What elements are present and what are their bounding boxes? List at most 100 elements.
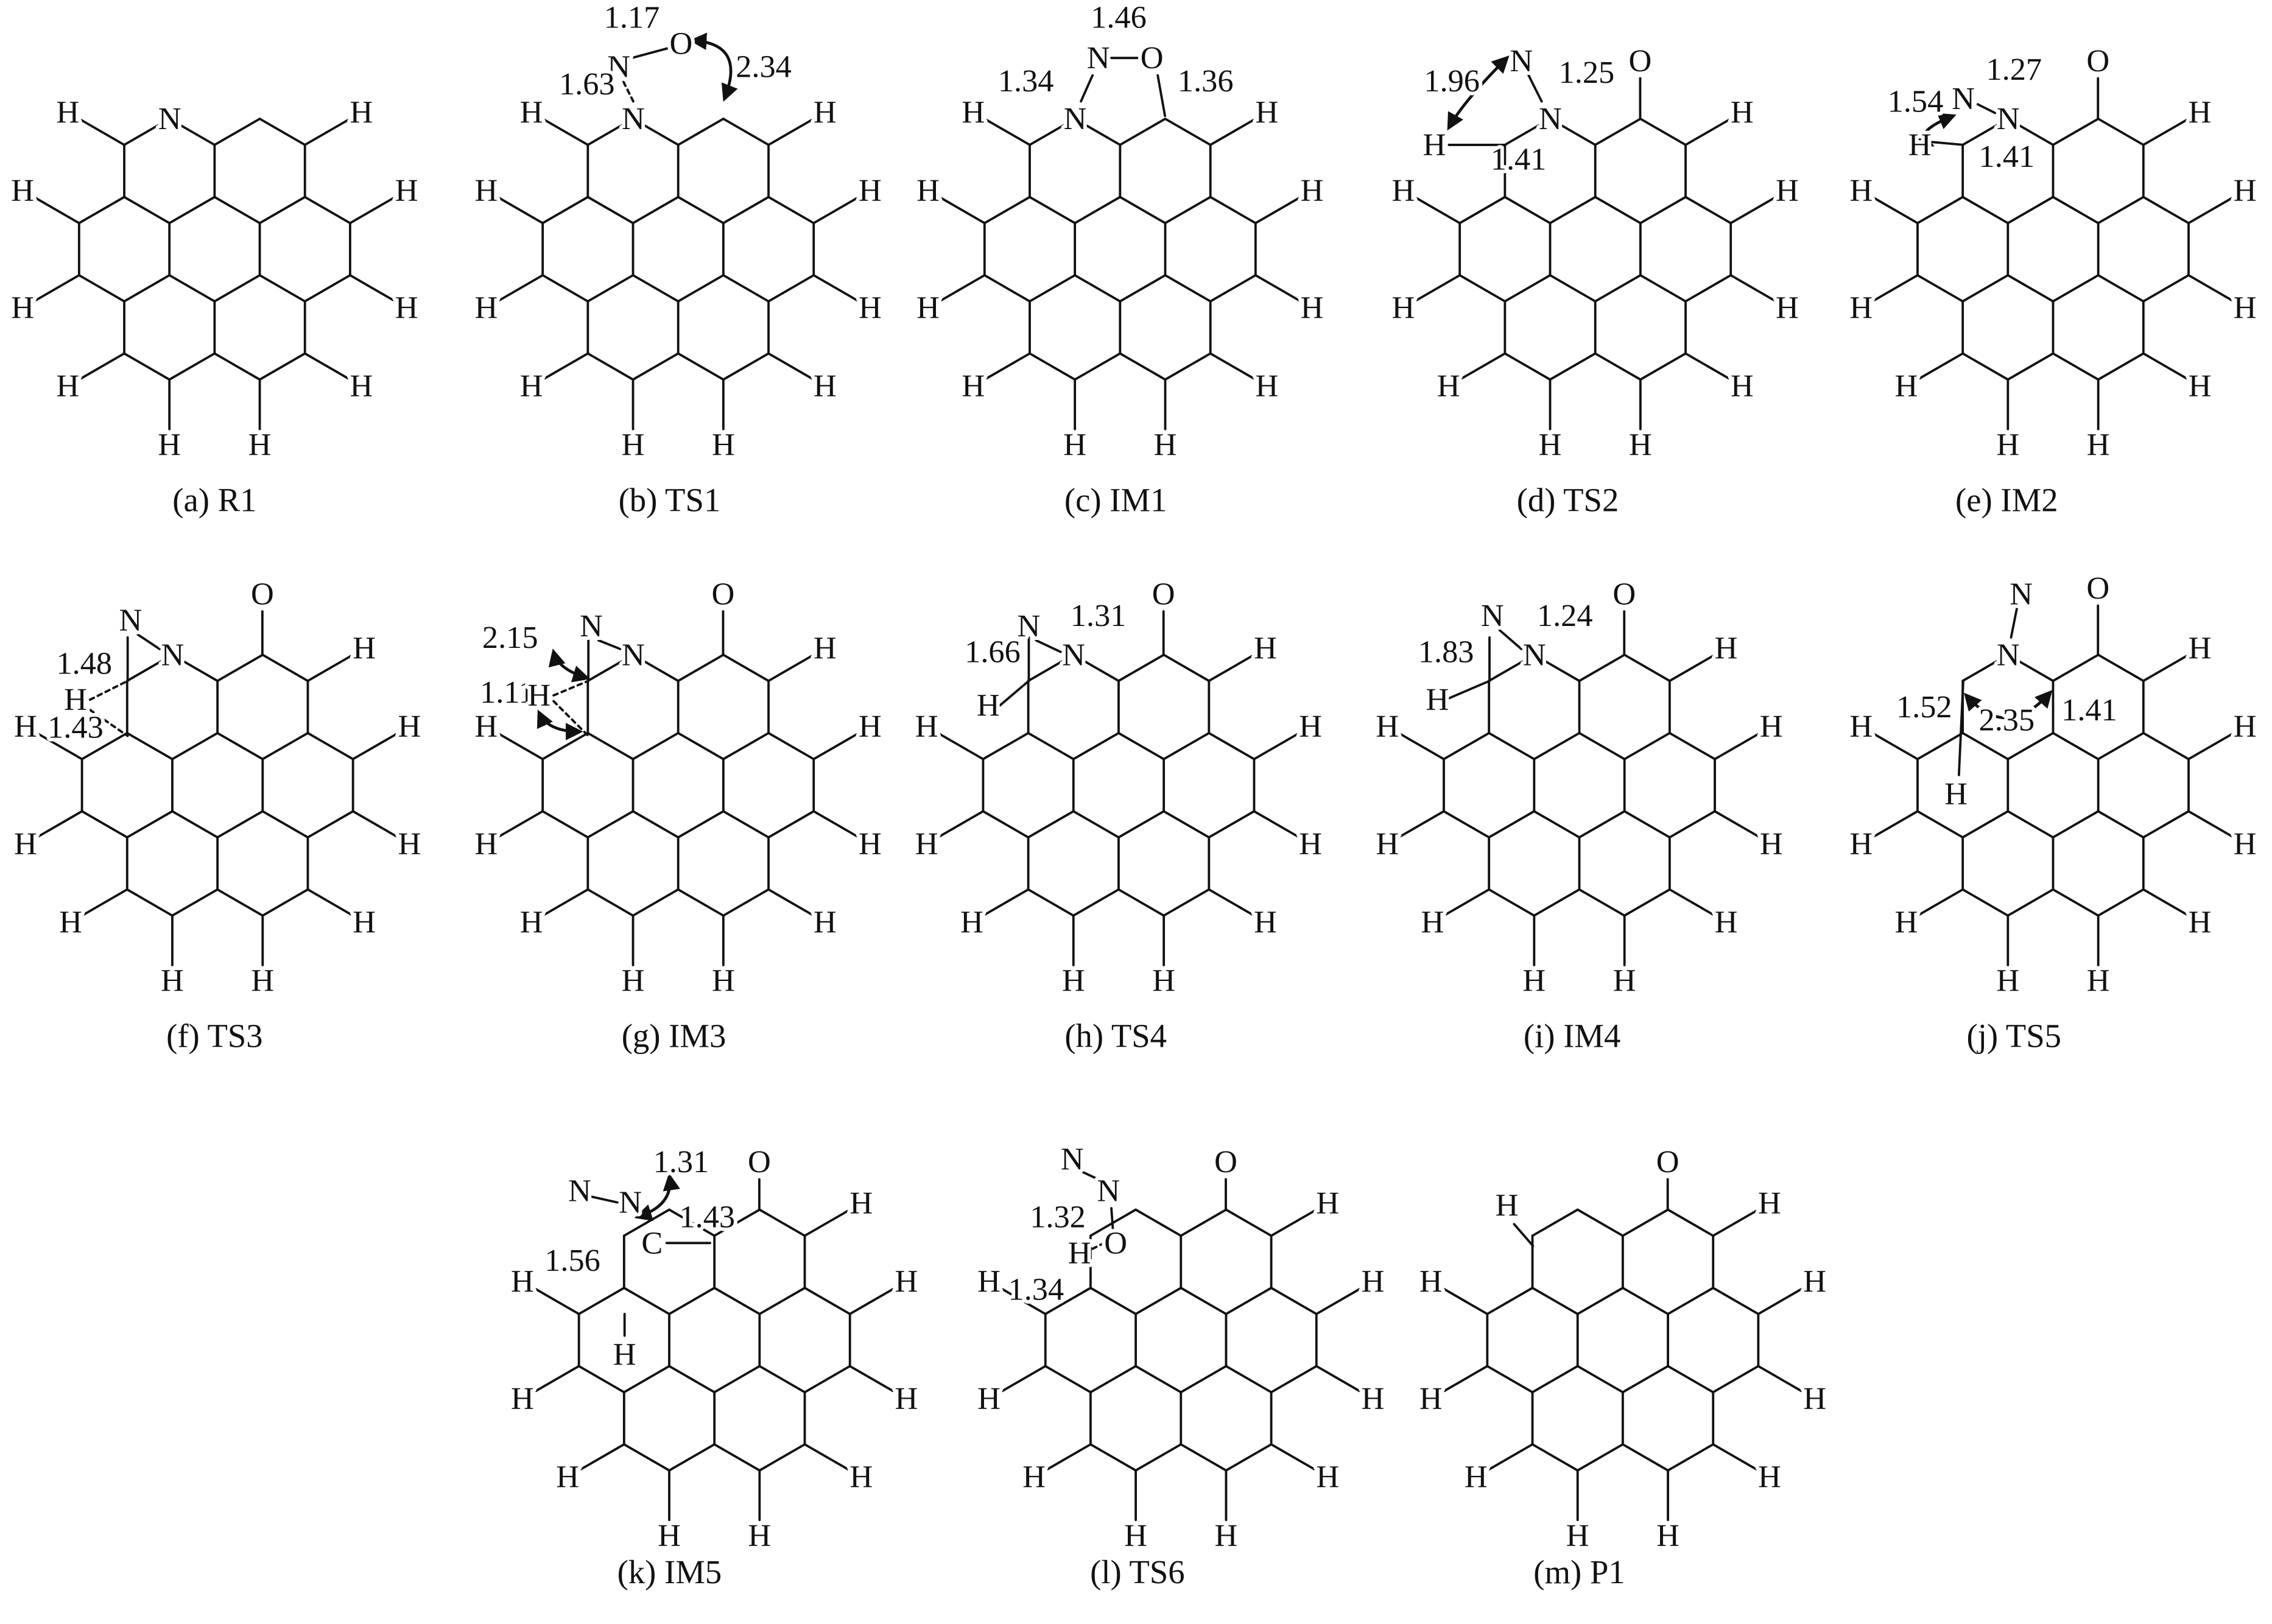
c-h-bond	[1444, 888, 1491, 916]
atom-label: O	[1613, 576, 1636, 611]
hydrogen-atom: H	[1629, 427, 1652, 462]
bond	[713, 1208, 761, 1237]
c-h-bond	[1399, 810, 1445, 837]
c-h-bond	[1729, 274, 1775, 301]
bond	[1209, 274, 1257, 303]
bond	[1209, 195, 1257, 225]
c-h-bond	[35, 274, 80, 301]
double-arrow-icon	[1447, 55, 1510, 131]
bond	[1270, 1365, 1318, 1394]
bond	[722, 118, 770, 146]
double-arrow-icon	[548, 649, 591, 683]
hydrogen-atom: H	[353, 904, 376, 940]
bond	[80, 810, 128, 839]
hydrogen-atom: H	[2087, 427, 2110, 462]
hydrogen-atom: H	[622, 963, 645, 999]
hydrogen-atom: H	[916, 173, 940, 208]
bond-length-label: 1.24	[1537, 598, 1593, 633]
bond	[722, 731, 770, 761]
bond	[677, 888, 725, 917]
bond	[1533, 731, 1581, 761]
hydrogen-atom: H	[1803, 1264, 1826, 1299]
bond	[1667, 1365, 1715, 1394]
panel-caption: (e) IM2	[1955, 481, 2058, 518]
bond	[998, 680, 1030, 707]
atom-label: N	[2010, 576, 2033, 611]
bond-length-label: 1.31	[653, 1144, 709, 1179]
hydrogen-atom: H	[1299, 709, 1322, 744]
bond	[1119, 274, 1167, 303]
bond	[261, 810, 309, 839]
hydrogen-atom: H	[814, 368, 837, 404]
bond	[1078, 1169, 1103, 1182]
hydrogen-atom: H	[1063, 427, 1086, 462]
hydrogen-atom: H	[158, 427, 181, 462]
atom-label: O	[1629, 43, 1652, 79]
panel-caption: (l) TS6	[1090, 1553, 1185, 1591]
hydrogen-atom: H	[1465, 1460, 1488, 1495]
c-h-bond	[1873, 733, 1919, 761]
bond	[1594, 274, 1642, 303]
hydrogen-atom: H	[1776, 290, 1799, 326]
bond	[1458, 195, 1507, 225]
bond-length-label: 1.34	[1008, 1271, 1064, 1307]
bond	[1623, 888, 1671, 917]
bond	[1162, 888, 1211, 917]
atom-label: O	[670, 26, 693, 61]
bond	[722, 352, 770, 381]
bond	[2097, 810, 2145, 839]
bond	[1621, 1208, 1669, 1237]
c-h-bond	[1254, 197, 1300, 225]
bond	[1549, 118, 1597, 146]
c-h-bond	[498, 197, 544, 225]
bond	[713, 1287, 761, 1315]
c-h-bond	[303, 119, 350, 146]
bond	[1527, 74, 1543, 103]
hydrogen-atom: H	[520, 94, 543, 130]
hydrogen-atom: H	[658, 1518, 681, 1553]
bond	[722, 274, 770, 303]
bond-length-label: 1.46	[1091, 0, 1147, 35]
atom-label: N	[580, 608, 603, 644]
bond	[1513, 1223, 1535, 1247]
bond	[767, 810, 815, 839]
c-h-bond	[984, 888, 1030, 916]
bond-length-label: 2.34	[736, 49, 792, 84]
bond	[2097, 195, 2145, 225]
bond	[1225, 1443, 1273, 1472]
bond	[713, 1365, 761, 1394]
hydrogen-atom: H	[1803, 1381, 1826, 1416]
bond	[1621, 1287, 1669, 1315]
bond	[2052, 195, 2100, 225]
bond	[631, 195, 680, 225]
c-h-bond	[348, 197, 395, 225]
bond	[1044, 1365, 1092, 1394]
hydrogen-atom: H	[814, 904, 837, 940]
bond	[577, 1287, 625, 1315]
bond	[1498, 629, 1523, 650]
bond	[982, 810, 1030, 839]
bond	[1639, 118, 1687, 146]
hydrogen-atom: H	[1731, 94, 1754, 130]
atom-label: N	[1510, 43, 1533, 79]
bond	[631, 653, 680, 683]
c-h-bond	[1757, 1365, 1802, 1393]
bond	[577, 1365, 625, 1394]
bond-length-label: 1.11	[480, 675, 535, 710]
c-h-bond	[940, 197, 986, 225]
hydrogen-atom: H	[398, 709, 421, 744]
bond	[123, 118, 171, 146]
hydrogen-atom: H	[1419, 1381, 1443, 1416]
bond	[1957, 680, 1964, 776]
bond	[88, 680, 129, 701]
bond-length-label: 1.41	[1491, 142, 1547, 177]
panel-caption: (f) TS3	[166, 1018, 263, 1055]
bond	[586, 810, 635, 839]
c-h-bond	[1415, 197, 1461, 225]
bond	[171, 731, 219, 761]
bond	[677, 274, 725, 303]
bond	[1072, 810, 1120, 839]
bond	[1549, 274, 1597, 303]
